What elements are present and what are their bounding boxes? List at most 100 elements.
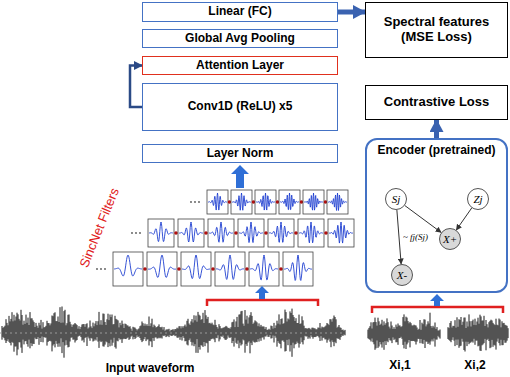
filter-link-dot: [279, 267, 283, 271]
filter-link-dot: [234, 231, 238, 235]
sinc-wavelet: [280, 193, 299, 210]
filter-tile: [255, 190, 276, 214]
sinc-wavelet: [304, 193, 323, 210]
filter-tile: [238, 219, 264, 247]
filter-link-dot: [294, 231, 298, 235]
filter-tile: [268, 219, 294, 247]
node-text: Layer Norm: [207, 147, 274, 161]
sinc-wavelet: [148, 255, 176, 277]
observed-circle: X+: [439, 228, 461, 250]
attention-box: Attention Layer: [142, 56, 338, 75]
variable-circle: Zj: [467, 188, 489, 210]
sample-label: Xi,2: [464, 359, 485, 373]
filter-tile: [279, 190, 300, 214]
pair-bracket: [372, 307, 503, 313]
observed-circle: X-: [391, 264, 413, 286]
audio-waveform: [448, 314, 508, 351]
filter-tile: [215, 252, 245, 286]
conv-box: Conv1D (ReLU) x5: [142, 83, 338, 131]
sinc-wavelet: [216, 255, 244, 279]
sinc-wavelet: [239, 222, 263, 243]
skip-arrow: [130, 66, 142, 108]
sinc-wavelet: [299, 222, 323, 243]
ellipsis-dot: [100, 268, 102, 270]
loss-box: Spectral features (MSE Loss): [365, 2, 508, 58]
filter-tile: [298, 219, 324, 247]
ellipsis-dot: [131, 232, 133, 234]
filter-link-dot: [177, 267, 181, 271]
node-text: Sj: [392, 193, 401, 206]
variable-circle: Sj: [385, 188, 407, 210]
node-text: Spectral features (MSE Loss): [374, 15, 499, 45]
ellipsis-dot: [135, 232, 137, 234]
ellipsis-dot: [96, 268, 98, 270]
filter-link-dot: [324, 231, 328, 235]
filter-tile: [328, 219, 354, 247]
layer-box: Layer Norm: [142, 144, 338, 163]
filter-link-dot: [245, 267, 249, 271]
ellipsis-dot: [194, 201, 196, 203]
sincnet-filter-bank: [96, 190, 354, 286]
filter-link-dot: [174, 231, 178, 235]
sinc-wavelet: [232, 193, 251, 210]
graph-edge: [405, 206, 441, 233]
ellipsis-dot: [104, 268, 106, 270]
edge-label: ~ fj(Sj): [402, 232, 429, 242]
filter-tile: [303, 190, 324, 214]
sinc-wavelet: [329, 222, 353, 243]
sinc-wavelet: [250, 255, 278, 280]
segment-bracket: [207, 300, 318, 306]
layer-box: Global Avg Pooling: [142, 29, 338, 48]
filter-link-dot: [264, 231, 268, 235]
node-text: Global Avg Pooling: [185, 32, 295, 46]
up-arrow: [231, 165, 249, 188]
node-text: Attention Layer: [196, 59, 284, 73]
sinc-wavelet: [182, 255, 210, 279]
filter-link-dot: [211, 267, 215, 271]
node-text: Encoder (pretrained): [377, 144, 495, 158]
filter-tile: [327, 190, 348, 214]
ellipsis-dot: [198, 201, 200, 203]
filter-tile: [283, 252, 313, 286]
filter-tile: [178, 219, 204, 247]
audio-waveform: [2, 307, 345, 358]
baseline: [0, 333, 345, 334]
filter-tile: [113, 252, 143, 286]
sinc-wavelet: [114, 255, 142, 276]
filter-label: SincNet Filters: [77, 186, 123, 270]
node-text: Zj: [473, 193, 482, 206]
sinc-wavelet: [256, 193, 275, 210]
node-text: Linear (FC): [208, 5, 271, 19]
filter-tile: [147, 252, 177, 286]
output-arrow: [338, 10, 365, 15]
filter-tile: [207, 190, 228, 214]
node-text: X-: [397, 269, 407, 282]
loss-box: Contrastive Loss: [365, 85, 508, 120]
sample-label: Xi,1: [389, 359, 410, 373]
ellipsis-dot: [139, 232, 141, 234]
layer-box: Linear (FC): [142, 2, 338, 22]
sinc-wavelet: [209, 222, 233, 242]
filter-link-dot: [204, 231, 208, 235]
sinc-wavelet: [149, 222, 173, 242]
sinc-wavelet: [328, 193, 347, 210]
encoder-box: Encoder (pretrained) Sj ZjX+ X-: [365, 138, 508, 293]
filter-tile: [148, 219, 174, 247]
graph-edge: [456, 208, 471, 230]
caption-label: Input waveform: [106, 362, 195, 376]
waveforms: [2, 307, 508, 358]
node-text: Conv1D (ReLU) x5: [188, 100, 293, 114]
filter-link-dot: [143, 267, 147, 271]
node-text: Contrastive Loss: [384, 95, 489, 110]
audio-waveform: [368, 313, 440, 350]
sinc-wavelet: [208, 193, 227, 210]
filter-tile: [249, 252, 279, 286]
graph-edge: [397, 210, 401, 264]
encoder-arrow: [434, 120, 439, 138]
sinc-wavelet: [269, 222, 293, 242]
filter-tile: [181, 252, 211, 286]
ellipsis-dot: [190, 201, 192, 203]
up-arrow: [255, 286, 269, 299]
up-arrow: [430, 294, 444, 306]
sinc-wavelet: [284, 255, 312, 280]
